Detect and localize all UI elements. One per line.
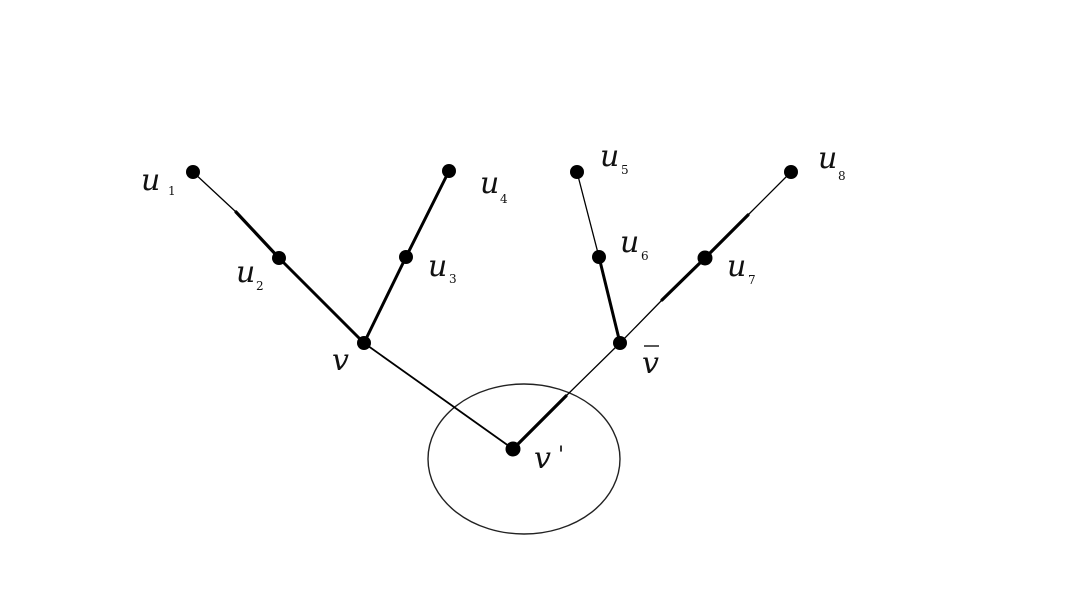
node-u1 <box>186 165 200 179</box>
edge-u5-u6 <box>576 171 600 258</box>
node-u5 <box>570 165 584 179</box>
edge-u7-vbar-thick <box>660 256 707 302</box>
label-u5: u 5 <box>600 139 629 177</box>
node-vprime <box>505 441 521 457</box>
label-u6-base: u <box>620 225 639 260</box>
edge-vbar-vprime <box>565 342 621 397</box>
label-u5-base: u <box>600 139 619 174</box>
label-u6-sub: 6 <box>641 249 649 263</box>
label-u7-sub: 7 <box>748 273 756 287</box>
highlight-ellipse <box>427 383 621 535</box>
label-u7: u 7 <box>727 249 756 287</box>
node-u7 <box>697 250 713 266</box>
edge-u8-u7-thick <box>703 213 750 260</box>
label-vbar-base: v <box>642 346 659 381</box>
node-vbar <box>613 336 627 350</box>
label-vprime-base: v <box>534 441 551 476</box>
edge-vbar-vprime-thick <box>511 394 568 451</box>
edge-u4-u3 <box>404 169 451 259</box>
edges <box>192 169 792 451</box>
edge-v-vprime <box>363 342 514 450</box>
edge-u7-vbar <box>619 299 663 344</box>
label-vprime: v ' <box>534 441 564 476</box>
edge-u1-u2-thick <box>234 210 281 260</box>
label-u8-base: u <box>818 141 837 176</box>
label-u2: u 2 <box>236 255 264 293</box>
label-vbar: v <box>642 345 659 381</box>
node-u6 <box>592 250 606 264</box>
label-u4-base: u <box>480 166 499 201</box>
node-u8 <box>784 165 798 179</box>
label-u2-base: u <box>236 255 255 290</box>
label-u2-sub: 2 <box>256 279 264 293</box>
node-v <box>357 336 371 350</box>
label-u7-base: u <box>727 249 746 284</box>
label-u4-sub: 4 <box>500 192 508 206</box>
label-u1-base: u <box>141 163 160 198</box>
edge-u1-u2 <box>192 171 237 213</box>
node-u2 <box>272 251 286 265</box>
nodes <box>186 164 798 457</box>
label-vprime-mark: ' <box>558 443 564 468</box>
label-u8-sub: 8 <box>838 169 846 183</box>
edge-u6-vbar <box>597 255 622 345</box>
edge-u8-u7 <box>747 171 792 216</box>
label-u3-sub: 3 <box>449 272 457 286</box>
label-u8: u 8 <box>818 141 846 183</box>
label-u3-base: u <box>428 249 447 284</box>
label-u6: u 6 <box>620 225 649 263</box>
label-u1: u 1 <box>141 163 176 198</box>
node-u3 <box>399 250 413 264</box>
label-u5-sub: 5 <box>621 163 629 177</box>
label-u1-sub: 1 <box>168 184 176 198</box>
label-v: v <box>332 343 349 378</box>
edge-u2-v <box>277 256 366 345</box>
label-u3: u 3 <box>428 249 457 286</box>
labels: u 1 u 2 u 3 u 4 u 5 u 6 u 7 u 8 <box>141 139 846 476</box>
node-u4 <box>442 164 456 178</box>
edge-u3-v <box>362 255 408 345</box>
label-u4: u 4 <box>480 166 508 206</box>
